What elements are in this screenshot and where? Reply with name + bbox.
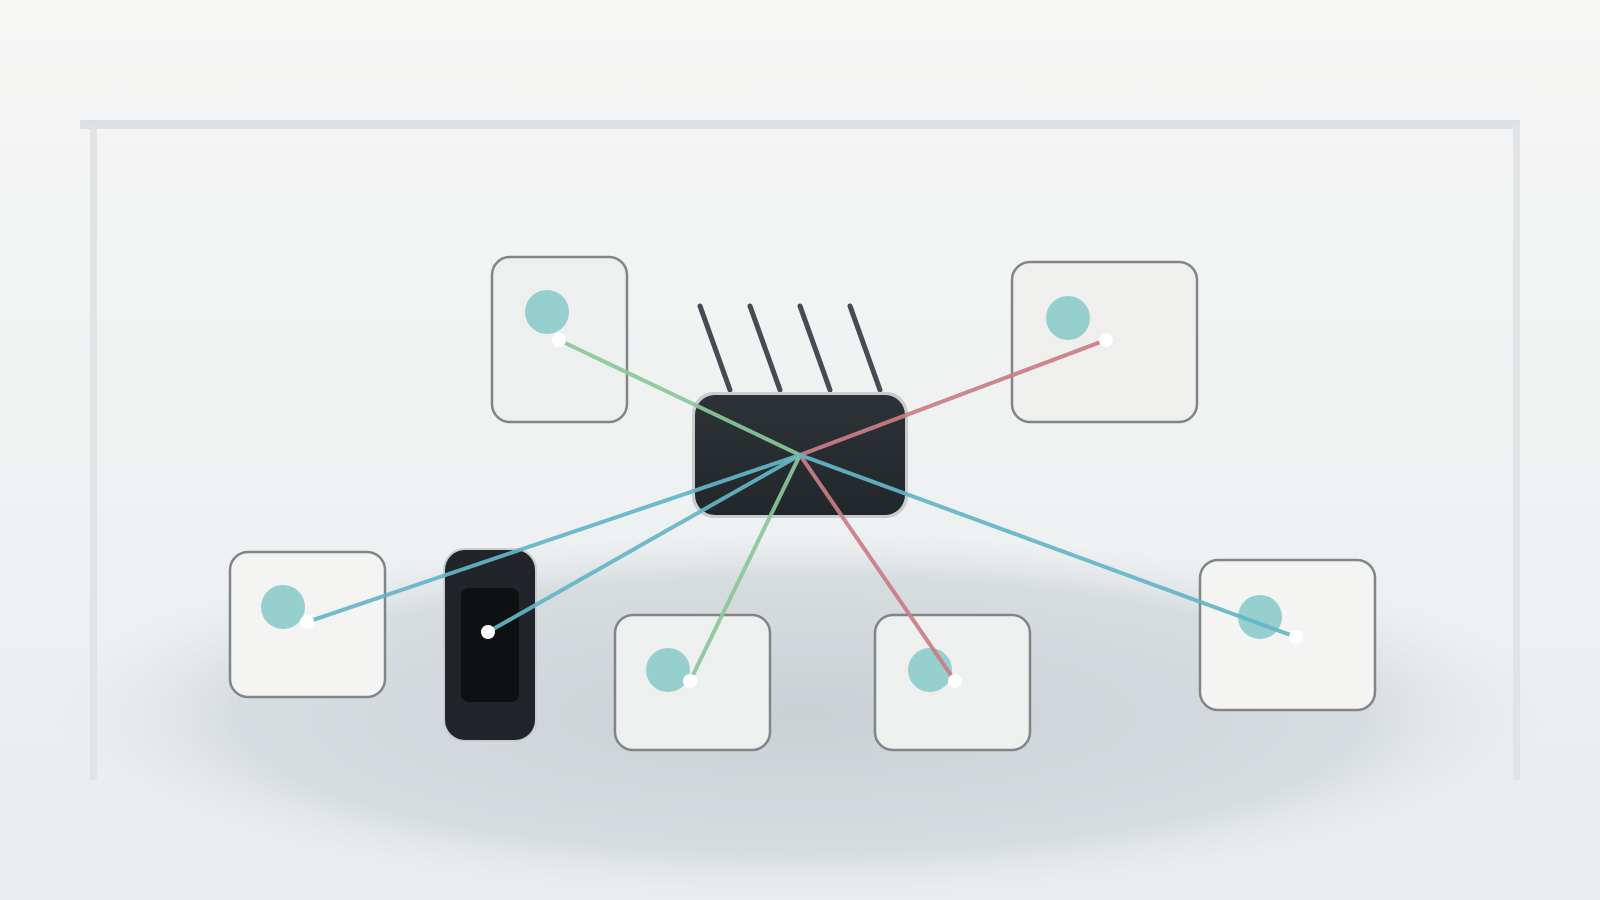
device-right-link: [798, 453, 1298, 639]
device-top-right-port: [1099, 333, 1113, 347]
device-bottom-center-left-indicator: [646, 648, 690, 692]
router-antenna-4: [847, 303, 883, 393]
device-right-port: [1289, 630, 1303, 644]
router-antenna-3: [797, 303, 833, 393]
device-left-indicator: [261, 585, 305, 629]
router-antenna-1: [697, 303, 733, 393]
router-antenna-2: [747, 303, 783, 393]
ports: [300, 333, 1303, 688]
device-top-right-link: [798, 338, 1108, 457]
device-bottom-center-right-link: [798, 453, 957, 683]
device-left-link: [305, 453, 802, 624]
device-phone-port: [481, 625, 495, 639]
frame-right: [1513, 125, 1520, 780]
floor-shadow: [50, 530, 1550, 900]
device-top-left-link: [557, 338, 802, 457]
devices: [228, 255, 1377, 752]
device-bottom-center-right-port: [948, 674, 962, 688]
device-top-left-indicator: [525, 290, 569, 334]
device-phone: [443, 548, 537, 742]
frame-top: [80, 120, 1520, 129]
device-bottom-center-left-link: [688, 453, 802, 683]
device-top-left-port: [552, 333, 566, 347]
device-top-right-indicator: [1046, 296, 1090, 340]
frame-left: [90, 125, 97, 780]
device-phone-screen: [461, 588, 519, 702]
device-phone-link: [486, 453, 802, 634]
links: [305, 338, 1298, 683]
device-bottom-center-left-port: [683, 674, 697, 688]
device-left-port: [300, 615, 314, 629]
frame: [80, 120, 1520, 780]
